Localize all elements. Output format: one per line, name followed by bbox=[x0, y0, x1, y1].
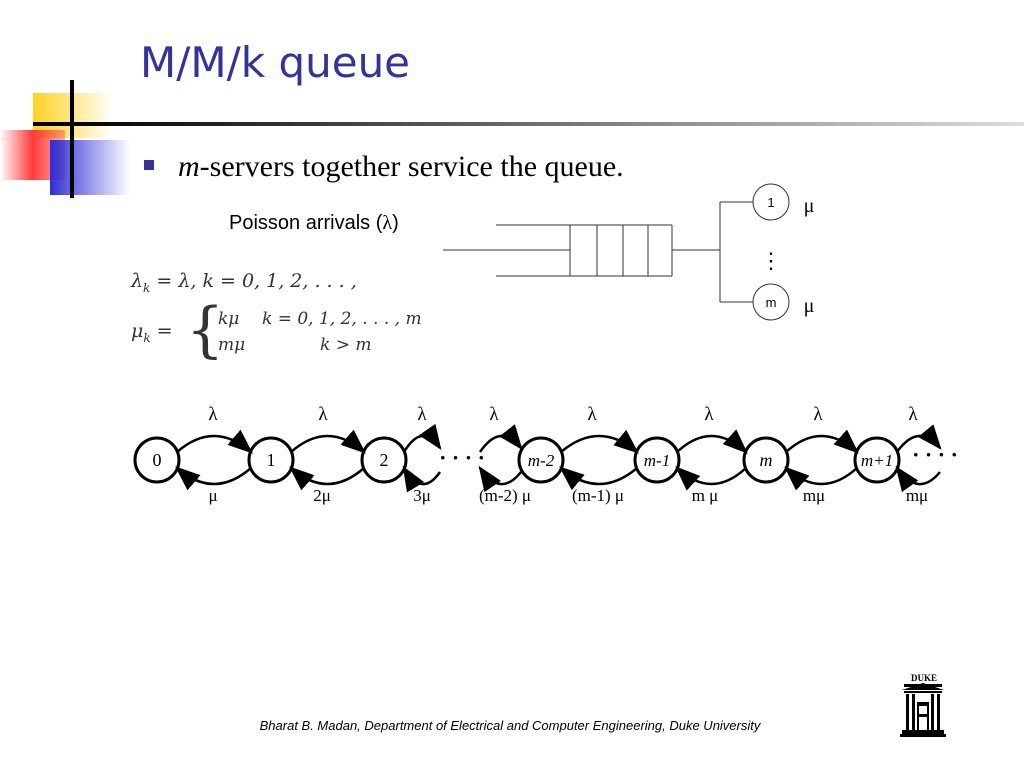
backward-arc bbox=[478, 465, 522, 493]
backward-rate-label: mμ bbox=[906, 486, 928, 505]
lambda-symbol: λ bbox=[382, 212, 393, 234]
state-label: 2 bbox=[380, 450, 389, 470]
server-m-rate: μ bbox=[804, 295, 815, 317]
state-node bbox=[633, 436, 681, 484]
footer-credit: Bharat B. Madan, Department of Electrica… bbox=[259, 718, 761, 733]
state-node bbox=[133, 436, 181, 484]
brace-symbol: { bbox=[186, 295, 225, 365]
server-m-node bbox=[752, 283, 790, 321]
mu-case-1-value: kμ bbox=[218, 309, 240, 329]
backward-arc bbox=[895, 465, 941, 493]
mu-sub: k bbox=[143, 330, 151, 345]
forward-rate-label: λ bbox=[208, 404, 218, 425]
forward-rate-label: λ bbox=[417, 404, 427, 425]
state-node bbox=[360, 436, 408, 484]
poisson-arrivals-label: Poisson arrivals (λ) bbox=[229, 212, 399, 235]
forward-arc bbox=[290, 429, 366, 454]
forward-arc bbox=[895, 424, 942, 453]
corner-decoration bbox=[0, 80, 140, 198]
forward-rate-label: λ bbox=[587, 404, 597, 425]
state-label: m-2 bbox=[528, 451, 555, 470]
duke-logo-text: DUKE bbox=[910, 673, 937, 683]
state-label: m+1 bbox=[861, 451, 893, 470]
mu-eq: = bbox=[150, 320, 173, 342]
mu-case-1-condition: k = 0, 1, 2, . . . , m bbox=[262, 309, 422, 329]
forward-arc bbox=[785, 429, 859, 454]
backward-arc bbox=[559, 466, 638, 491]
blue-block bbox=[50, 140, 130, 195]
backward-rate-label: mμ bbox=[803, 486, 825, 505]
backward-rate-label: 3μ bbox=[413, 486, 431, 505]
chain-ellipsis: · · · · bbox=[439, 445, 485, 470]
state-label: m-1 bbox=[644, 451, 670, 470]
forward-arc bbox=[560, 429, 639, 454]
backward-arc bbox=[784, 466, 858, 491]
state-node bbox=[517, 436, 565, 484]
state-node bbox=[247, 436, 295, 484]
backward-rate-label: 2μ bbox=[313, 486, 331, 505]
arrivals-text: Poisson arrivals ( bbox=[229, 212, 383, 234]
backward-rate-label: m μ bbox=[692, 486, 719, 505]
forward-rate-label: λ bbox=[908, 404, 918, 425]
bullet-variable: m bbox=[178, 150, 200, 183]
backward-rate-label: μ bbox=[208, 486, 217, 505]
lambda-rest: = λ, k = 0, 1, 2, . . . , bbox=[150, 270, 357, 292]
backward-rate-label: (m-2) μ bbox=[479, 486, 531, 505]
mu-case-2-condition: k > m bbox=[320, 335, 372, 355]
forward-arc bbox=[676, 429, 748, 454]
server-1-label: 1 bbox=[767, 195, 774, 210]
forward-rate-label: λ bbox=[813, 404, 823, 425]
backward-arc bbox=[289, 466, 365, 491]
mu-equation-lhs: μk = bbox=[131, 320, 173, 345]
forward-arc bbox=[478, 424, 523, 453]
state-node bbox=[742, 436, 790, 484]
backward-arc bbox=[402, 465, 442, 493]
forward-rate-label: λ bbox=[489, 404, 499, 425]
bullet-item: m-servers together service the queue. bbox=[144, 150, 624, 184]
duke-logo bbox=[900, 683, 946, 737]
state-label: 0 bbox=[153, 450, 162, 470]
arrivals-close: ) bbox=[392, 212, 399, 234]
bullet-text: -servers together service the queue. bbox=[199, 150, 624, 183]
forward-arc bbox=[176, 429, 253, 454]
lambda-lhs: λ bbox=[131, 270, 144, 292]
state-node bbox=[853, 436, 901, 484]
backward-arc bbox=[675, 466, 747, 491]
backward-rate-label: (m-1) μ bbox=[572, 486, 624, 505]
state-label: m bbox=[760, 450, 773, 470]
forward-rate-label: λ bbox=[318, 404, 328, 425]
state-label: 1 bbox=[267, 450, 276, 470]
slide-title: M/M/k queue bbox=[140, 38, 411, 87]
lambda-equation: λk = λ, k = 0, 1, 2, . . . , bbox=[131, 270, 357, 295]
server-1-rate: μ bbox=[804, 195, 815, 217]
server-m-label: m bbox=[766, 295, 777, 310]
mu-lhs: μ bbox=[131, 320, 144, 342]
bullet-marker bbox=[144, 160, 154, 170]
forward-arc bbox=[402, 423, 442, 453]
mu-case-2-value: mμ bbox=[218, 335, 246, 355]
title-rule bbox=[70, 122, 1024, 126]
corner-vertical-line bbox=[70, 80, 74, 198]
backward-arc bbox=[175, 466, 252, 491]
server-dots: ⋮ bbox=[760, 248, 782, 273]
chain-ellipsis: · · · · bbox=[912, 442, 958, 467]
lambda-sub: k bbox=[143, 280, 151, 295]
server-1-node bbox=[752, 183, 790, 221]
forward-rate-label: λ bbox=[704, 404, 714, 425]
